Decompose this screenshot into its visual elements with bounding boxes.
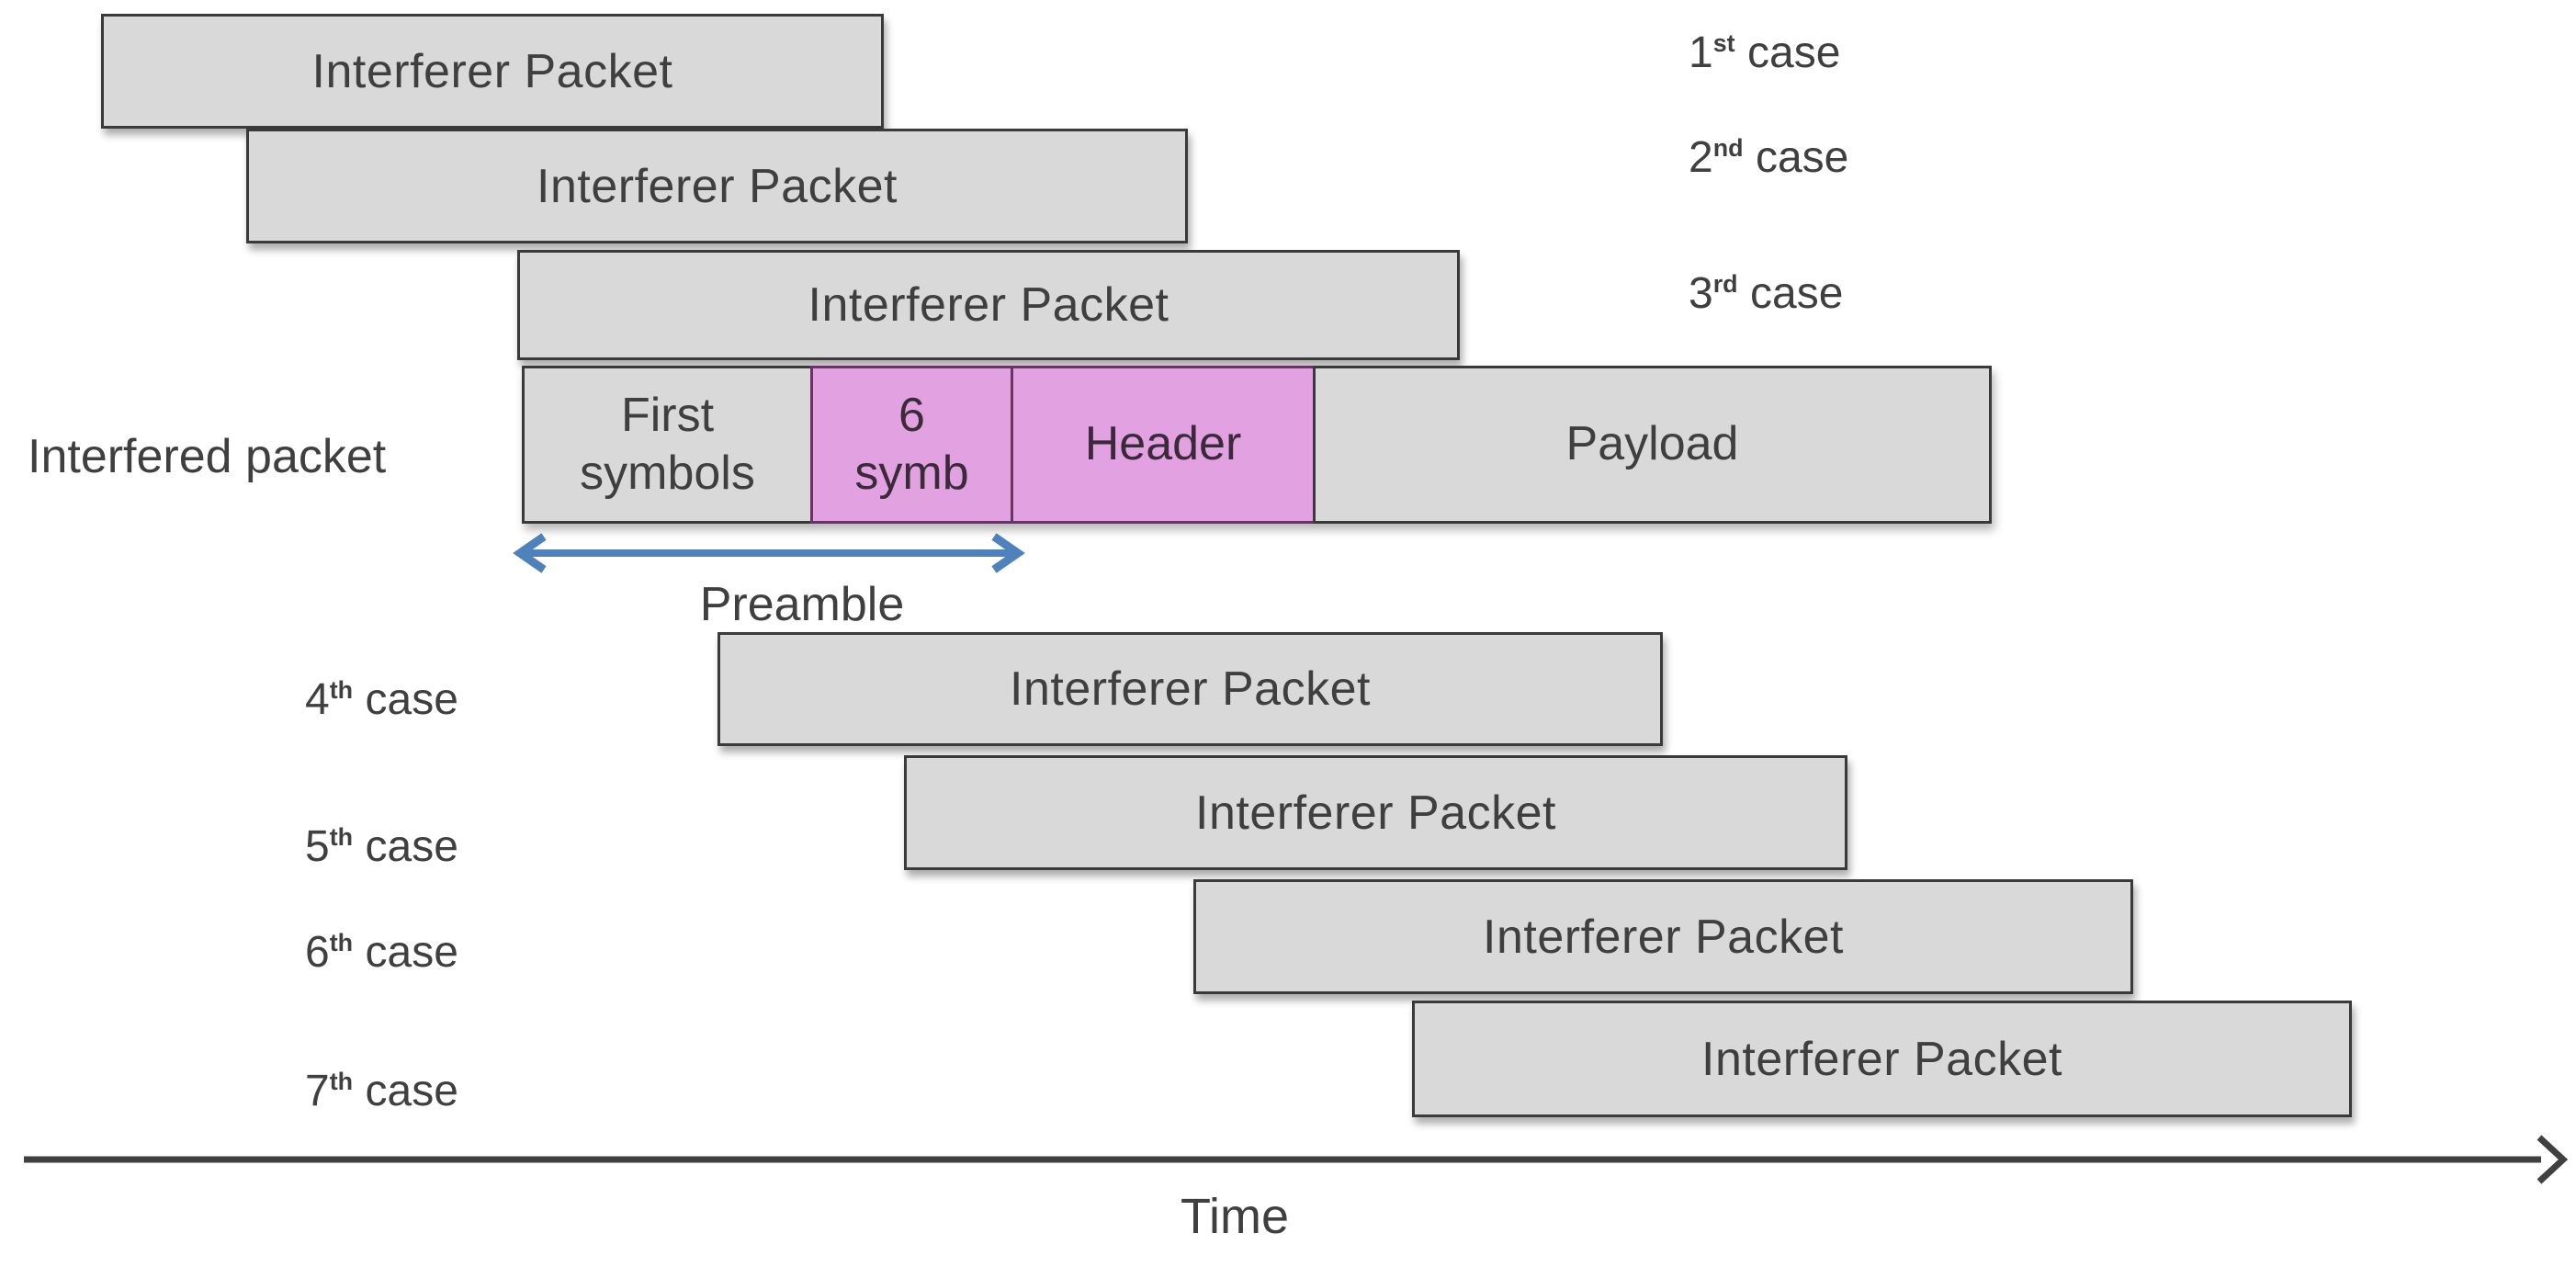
case-word: case (1755, 133, 1849, 182)
case-word: case (365, 1067, 458, 1115)
interferer-packet-label: Interferer Packet (808, 278, 1169, 332)
case-ordinal: 6 (305, 928, 330, 977)
interferer-packet-label: Interferer Packet (1483, 910, 1844, 964)
segment-text-line: symbols (580, 447, 755, 500)
time-axis-label: Time (1181, 1189, 1289, 1244)
case-ordinal: 7 (305, 1067, 330, 1115)
segment-text-line: Header (1084, 417, 1242, 471)
preamble-label: Preamble (699, 578, 905, 631)
case-word: case (365, 675, 458, 724)
case-word: case (365, 928, 458, 977)
case-ordinal-suffix: th (329, 823, 354, 851)
case-word: case (365, 822, 458, 871)
segment-six-symbols: 6 symb (810, 366, 1013, 524)
case-ordinal: 3 (1689, 269, 1713, 318)
interferer-packet-box-case4: Interferer Packet (717, 632, 1663, 746)
case-word: case (1750, 269, 1844, 318)
segment-text-line: Payload (1565, 417, 1739, 471)
interfered-packet-label: Interfered packet (28, 430, 387, 483)
segment-text-line: 6 (898, 388, 925, 442)
segment-header: Header (1011, 366, 1316, 524)
interferer-packet-box-case5: Interferer Packet (904, 755, 1847, 870)
segment-payload: Payload (1313, 366, 1992, 524)
segment-text-line: First (620, 388, 715, 442)
interferer-packet-label: Interferer Packet (311, 44, 673, 98)
case-ordinal: 2 (1689, 133, 1713, 182)
segment-first-symbols: First symbols (522, 366, 813, 524)
interferer-packet-box-case6: Interferer Packet (1193, 879, 2133, 994)
case-ordinal-suffix: rd (1712, 270, 1738, 298)
case-ordinal-suffix: th (329, 676, 354, 704)
interferer-packet-box-case3: Interferer Packet (517, 250, 1460, 360)
interferer-packet-label: Interferer Packet (537, 159, 898, 213)
interferer-packet-label: Interferer Packet (1195, 786, 1556, 840)
case-ordinal-suffix: th (329, 929, 354, 956)
interferer-packet-label: Interferer Packet (1010, 662, 1371, 716)
case-ordinal: 4 (305, 675, 330, 724)
segment-text-line: symb (854, 447, 969, 500)
case-ordinal-suffix: nd (1712, 134, 1744, 162)
preamble-extent-arrow-icon (513, 533, 1025, 573)
case-ordinal: 5 (305, 822, 330, 871)
case-ordinal-suffix: st (1712, 29, 1735, 57)
interferer-packet-box-case7: Interferer Packet (1412, 1001, 2352, 1117)
case-ordinal-suffix: th (329, 1068, 354, 1095)
interferer-packet-label: Interferer Packet (1701, 1032, 2062, 1086)
interferer-packet-box-case2: Interferer Packet (246, 129, 1188, 243)
case-ordinal: 1 (1689, 28, 1713, 77)
interfered-packet-row: First symbols 6 symb Header Payload (522, 366, 1992, 524)
time-axis-arrow-icon (24, 1135, 2569, 1184)
case-word: case (1747, 28, 1841, 77)
interferer-packet-box-case1: Interferer Packet (101, 14, 884, 129)
